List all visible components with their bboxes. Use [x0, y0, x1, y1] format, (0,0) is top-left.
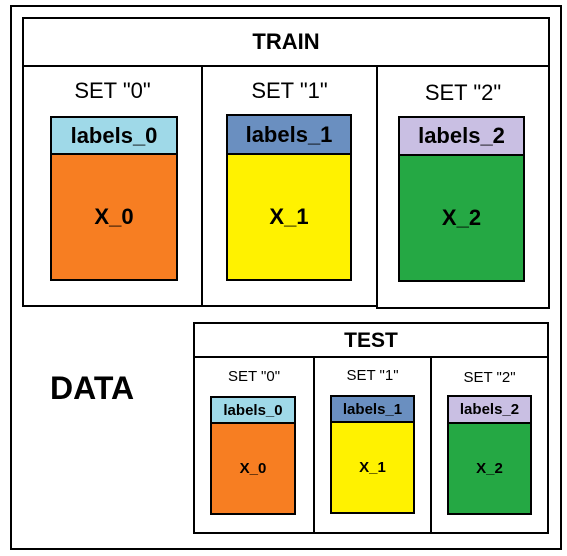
- test-set-0-labels: labels_0: [210, 396, 296, 424]
- train-set-0-x: X_0: [50, 153, 178, 281]
- test-set-2-x: X_2: [447, 422, 532, 515]
- train-set-2-x: X_2: [398, 154, 525, 282]
- test-set-1-x: X_1: [330, 421, 415, 514]
- test-set-1-name: SET "1": [346, 367, 399, 384]
- train-header: [22, 17, 550, 67]
- train-set-1-x: X_1: [226, 153, 352, 281]
- train-set-2-labels: labels_2: [398, 116, 525, 156]
- train-title: TRAIN: [252, 29, 320, 54]
- train-set-2-name: SET "2": [424, 80, 502, 105]
- test-title: TEST: [344, 329, 398, 352]
- train-set-0-labels: labels_0: [50, 116, 178, 155]
- data-label: DATA: [50, 370, 135, 406]
- test-set-0-name: SET "0": [227, 368, 281, 385]
- train-set-1-labels: labels_1: [226, 114, 352, 155]
- train-set-1-name: SET "1": [251, 78, 328, 103]
- test-set-2-name: SET "2": [463, 369, 516, 386]
- test-set-2-labels: labels_2: [447, 395, 532, 424]
- test-set-0-x: X_0: [210, 422, 296, 515]
- test-set-1-labels: labels_1: [330, 395, 415, 423]
- train-set-0-name: SET "0": [74, 78, 151, 103]
